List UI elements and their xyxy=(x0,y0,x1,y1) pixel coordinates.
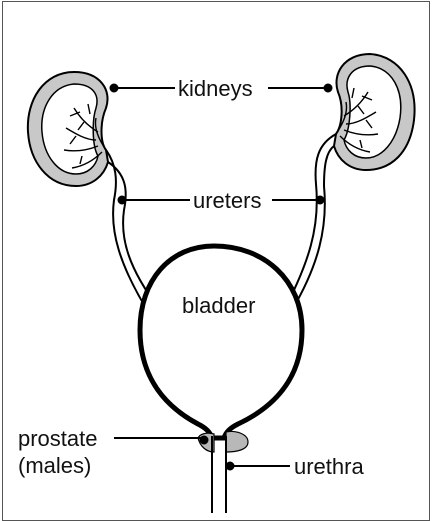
right-kidney xyxy=(334,54,415,170)
prostate-label: prostate xyxy=(18,426,98,451)
bladder-label: bladder xyxy=(182,293,255,318)
left-kidney xyxy=(28,72,108,186)
ureters-label: ureters xyxy=(193,188,261,213)
prostate-males-label: (males) xyxy=(18,453,91,478)
kidneys-label: kidneys xyxy=(178,76,253,101)
urethra-label: urethra xyxy=(294,454,364,479)
bladder xyxy=(140,246,302,438)
